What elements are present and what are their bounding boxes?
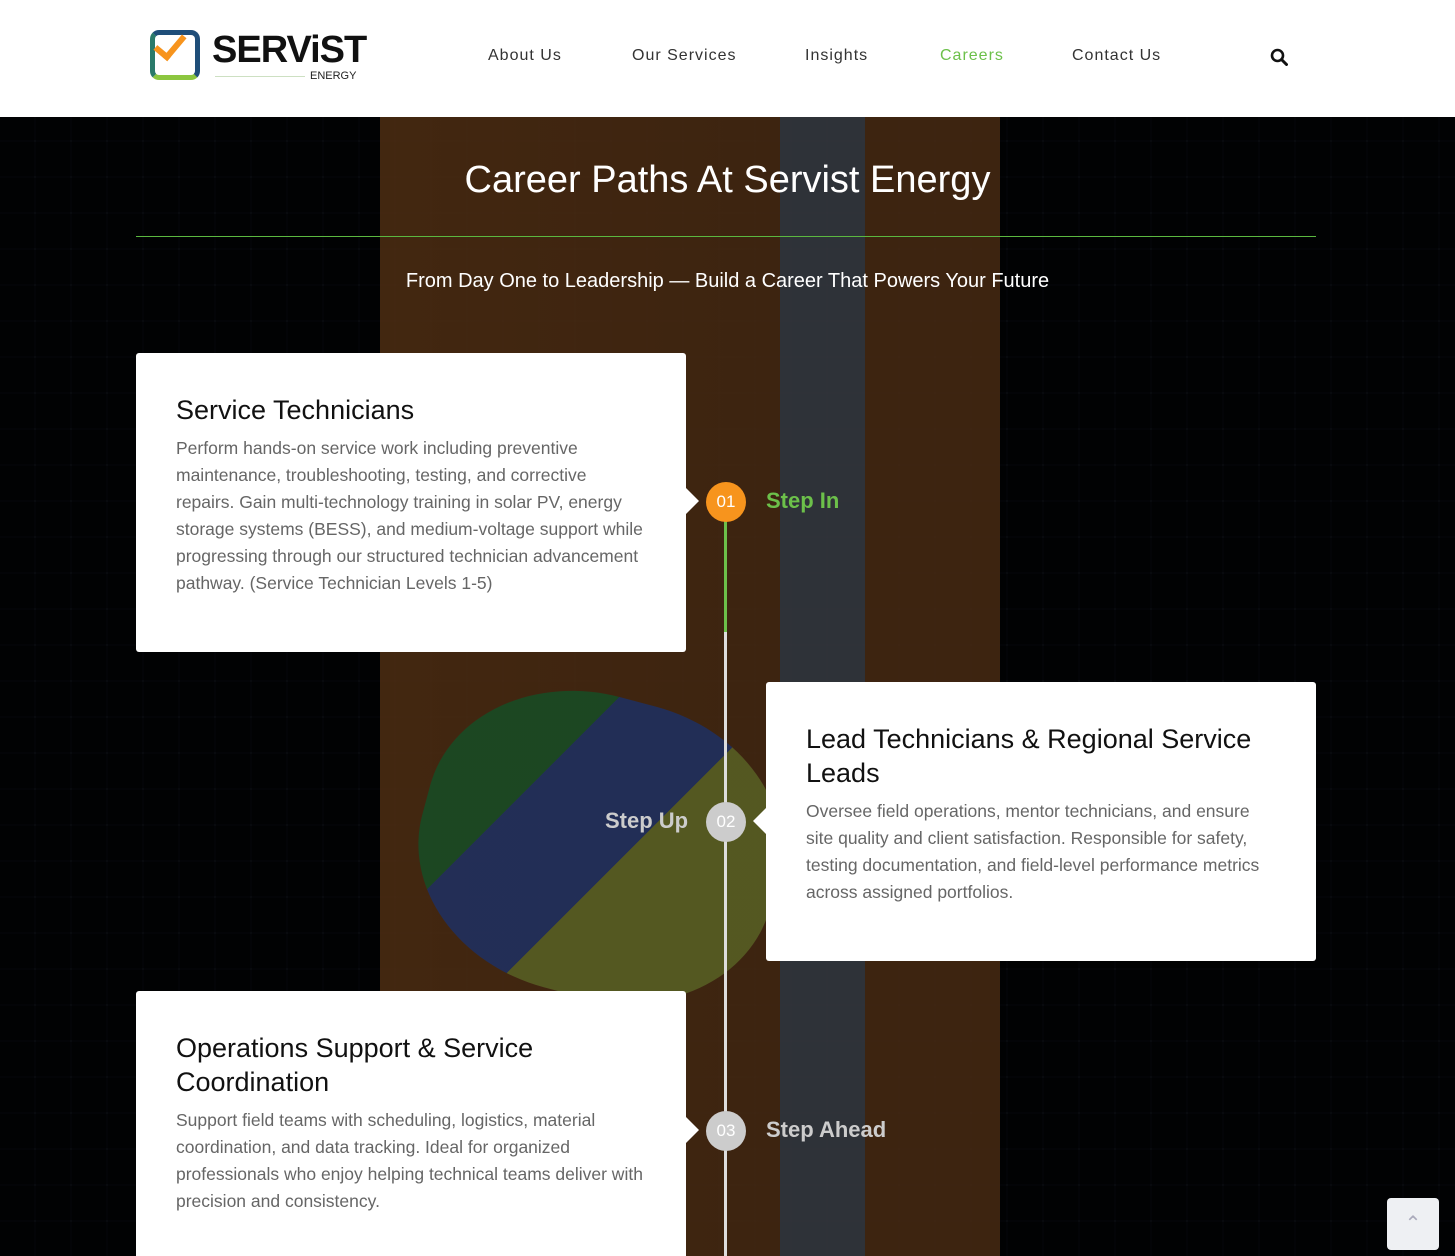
step-label: Step Up <box>605 808 689 833</box>
title-divider <box>136 236 1316 237</box>
page-title: Career Paths At Servist Energy <box>464 159 991 201</box>
step-marker-02: 02 <box>706 802 746 842</box>
chevron-up-icon: ⌃ <box>1404 1213 1422 1235</box>
logo-check-icon <box>150 26 200 80</box>
nav-insights[interactable]: Insights <box>805 47 869 64</box>
step-marker-01: 01 <box>706 482 746 522</box>
timeline-line <box>724 502 727 1256</box>
timeline-card-2: Lead Technicians & Regional Service Lead… <box>753 682 1316 961</box>
timeline-card-1: Service Technicians Perform hands-on ser… <box>136 353 699 652</box>
timeline-card-3: Operations Support & Service Coordinatio… <box>136 991 699 1256</box>
page-subtitle: From Day One to Leadership — Build a Car… <box>405 270 1050 292</box>
card-text: Support field teams with scheduling, log… <box>176 1110 643 1211</box>
logo[interactable]: SERViST ENERGY <box>150 26 367 82</box>
step-label: Step In <box>766 488 840 513</box>
card-title: Service Technicians <box>176 395 415 425</box>
scroll-to-top-button[interactable]: ⌃ <box>1387 1198 1439 1250</box>
step-label: Step Ahead <box>766 1117 887 1142</box>
card-title: Operations Support & Service Coordinatio… <box>176 1033 534 1097</box>
nav-contact-us[interactable]: Contact Us <box>1072 47 1162 64</box>
card-text: Perform hands-on service work including … <box>176 438 643 593</box>
step-marker-03: 03 <box>706 1111 746 1151</box>
site-header: SERViST ENERGY About Us Our Services Ins… <box>0 0 1455 117</box>
logo-subtext: ENERGY <box>310 70 357 82</box>
timeline-progress <box>724 502 727 632</box>
nav-our-services[interactable]: Our Services <box>632 47 737 64</box>
search-icon[interactable] <box>1270 48 1288 66</box>
logo-text: SERViST <box>212 29 367 71</box>
card-text: Oversee field operations, mentor technic… <box>806 801 1260 902</box>
card-title: Lead Technicians & Regional Service Lead… <box>806 724 1252 788</box>
nav-careers[interactable]: Careers <box>940 47 1004 64</box>
career-paths-section: Career Paths At Servist Energy From Day … <box>0 117 1455 1256</box>
nav-about-us[interactable]: About Us <box>488 47 562 64</box>
